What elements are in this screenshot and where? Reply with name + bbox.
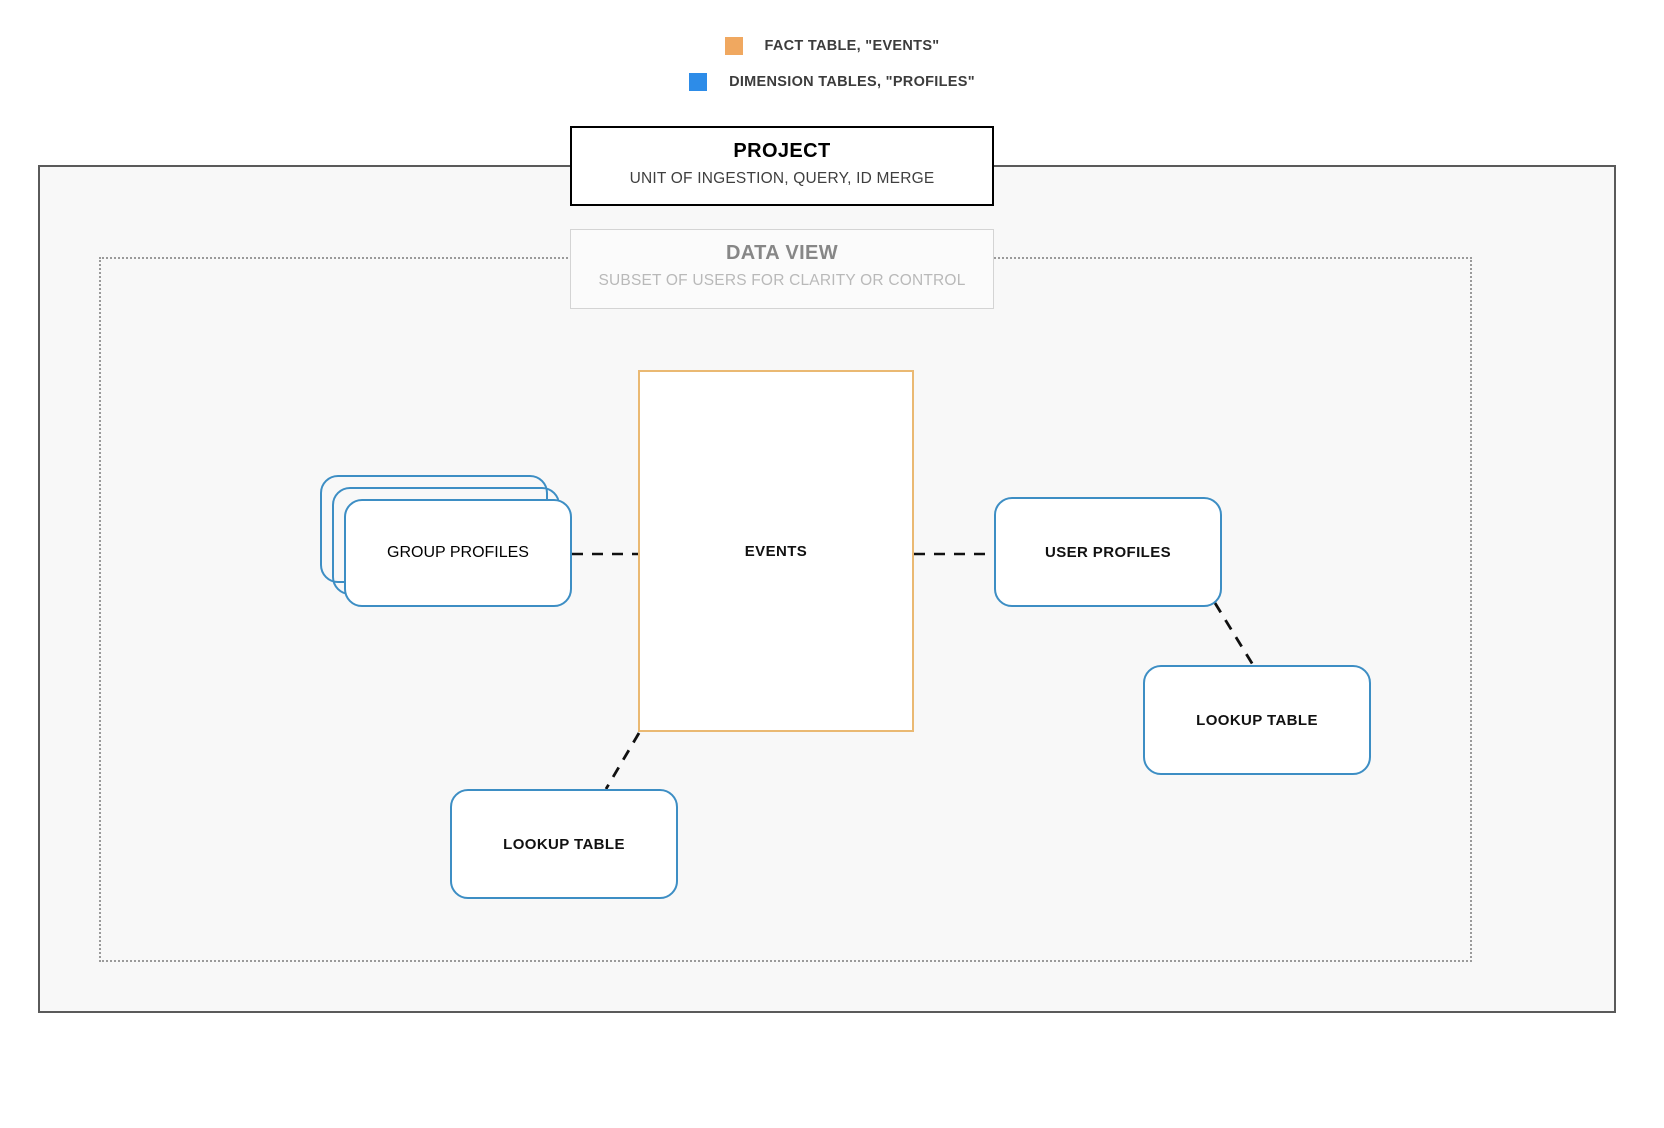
legend-item-label: FACT TABLE, "EVENTS" [764,38,940,54]
legend-item-label: DIMENSION TABLES, "PROFILES" [729,74,975,90]
legend: FACT TABLE, "EVENTS" DIMENSION TABLES, "… [0,28,1664,100]
user-profiles-node[interactable]: USER PROFILES [994,497,1222,607]
fact-table-swatch-icon [724,37,743,55]
lookup-table-right-label: LOOKUP TABLE [1196,711,1318,729]
legend-item-dimension-tables: DIMENSION TABLES, "PROFILES" [0,64,1664,100]
group-profiles-node[interactable]: GROUP PROFILES [320,475,572,607]
data-view-title: DATA VIEW [725,242,839,264]
group-profiles-sheet-front: GROUP PROFILES [344,499,572,607]
events-label: EVENTS [744,542,808,560]
project-card[interactable]: PROJECT UNIT OF INGESTION, QUERY, ID MER… [570,126,994,206]
project-subtitle: UNIT OF INGESTION, QUERY, ID MERGE [629,170,935,187]
lookup-table-left-node[interactable]: LOOKUP TABLE [450,789,678,899]
group-profiles-label: GROUP PROFILES [387,544,529,561]
lookup-table-left-label: LOOKUP TABLE [503,835,625,853]
legend-item-fact-table: FACT TABLE, "EVENTS" [0,28,1664,64]
lookup-table-right-node[interactable]: LOOKUP TABLE [1143,665,1371,775]
events-fact-table-node[interactable]: EVENTS [638,370,914,732]
project-title: PROJECT [733,140,831,162]
dimension-tables-swatch-icon [689,73,708,91]
user-profiles-label: USER PROFILES [1044,543,1172,561]
data-view-subtitle: SUBSET OF USERS FOR CLARITY OR CONTROL [598,272,966,289]
data-view-card[interactable]: DATA VIEW SUBSET OF USERS FOR CLARITY OR… [570,229,994,309]
